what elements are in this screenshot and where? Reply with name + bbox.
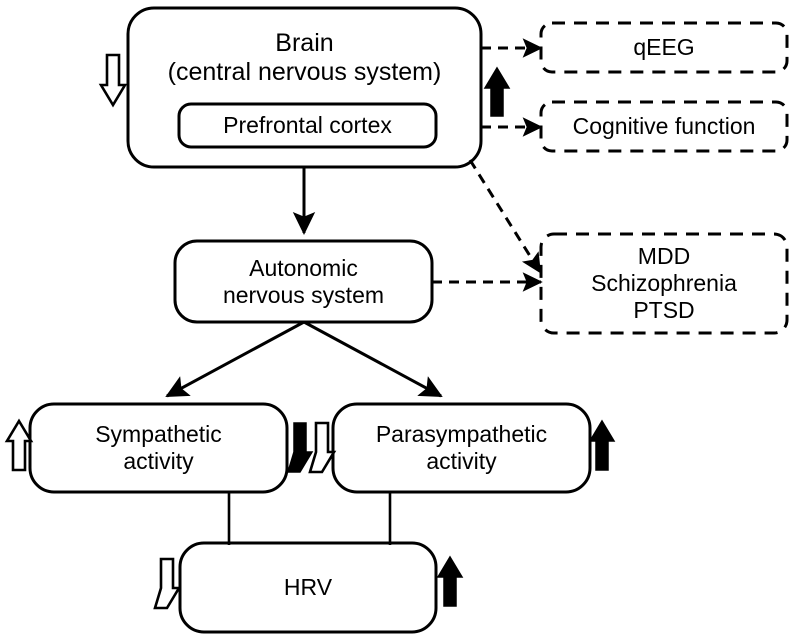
qeeg-box[interactable] (539, 21, 789, 74)
brain-increase-marker (483, 66, 511, 117)
brain-to-disorders-line (468, 159, 542, 274)
hrv-increase-marker (436, 555, 464, 607)
cognitive-function-box[interactable] (539, 100, 789, 153)
autonomic-nervous-system-box[interactable] (173, 239, 434, 324)
parasympathetic-decrease-marker (308, 421, 337, 474)
hrv-box[interactable] (178, 541, 438, 634)
parasympathetic-activity-box[interactable] (331, 402, 592, 494)
ans-to-parasympathetic-line (303, 320, 443, 398)
sympathetic-decrease-marker (286, 422, 314, 473)
brain-decrease-marker (98, 53, 128, 108)
sympathetic-increase-marker (4, 418, 34, 472)
sympathetic-activity-box[interactable] (28, 402, 289, 494)
parasympathetic-increase-marker (588, 419, 616, 471)
ans-to-sympathetic-line (165, 320, 305, 398)
hrv-decrease-marker (153, 557, 182, 610)
prefrontal-cortex-box[interactable] (177, 102, 438, 149)
disorders-box[interactable] (539, 232, 789, 335)
